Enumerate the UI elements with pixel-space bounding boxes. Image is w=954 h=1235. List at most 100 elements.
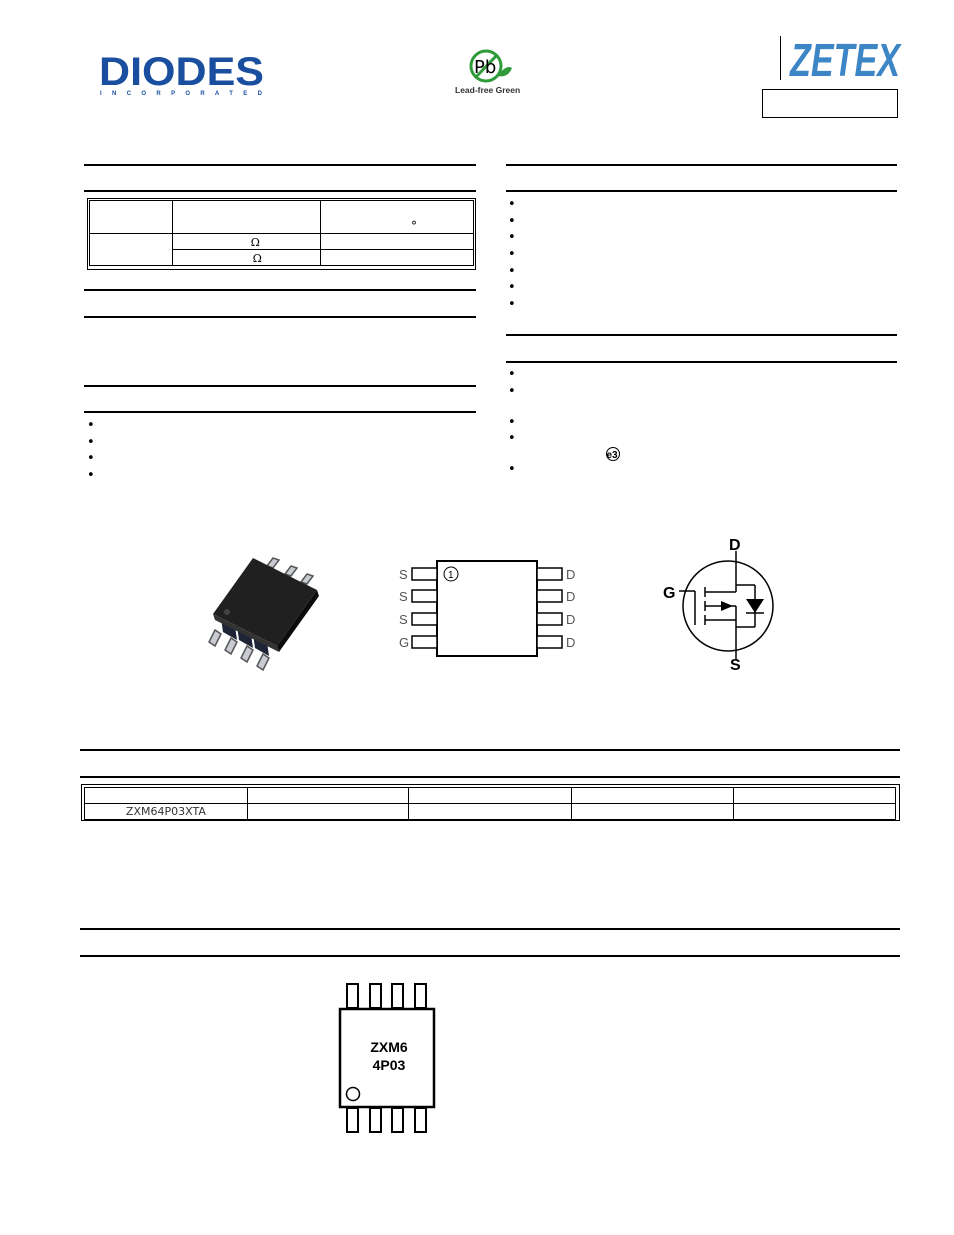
marking-diagram: ZXM6 4P03	[335, 980, 445, 1138]
table-cell	[89, 233, 173, 266]
table-cell	[570, 803, 735, 820]
table-cell	[733, 787, 896, 804]
msop8-package-icon	[208, 557, 319, 672]
marking-rule-top	[80, 928, 900, 930]
marking-line-2: 4P03	[373, 1057, 406, 1073]
table-cell-temperature: °	[319, 200, 475, 234]
list-item	[87, 418, 467, 438]
table-row: Ω	[90, 249, 475, 266]
pinout-diagram: 1 S S S G D D D D	[395, 556, 585, 660]
drain-label: D	[729, 537, 741, 554]
list-item	[508, 462, 888, 482]
table-cell	[733, 803, 896, 820]
ordering-rule-bottom	[80, 776, 900, 778]
pin-label-right: D	[566, 635, 575, 650]
list-item	[87, 451, 467, 471]
table-row	[84, 787, 896, 804]
list-item	[508, 280, 888, 300]
lead-free-badge: Pb Lead-free Green	[450, 46, 530, 96]
pin-label-left: S	[399, 567, 408, 582]
product-summary-table: ° Ω Ω	[89, 200, 475, 266]
marking-package-icon: ZXM6 4P03	[338, 983, 436, 1133]
description-rule-bottom	[84, 316, 476, 318]
zetex-logo: ZETEX	[788, 34, 903, 86]
table-cell-rds-1: Ω	[171, 233, 321, 250]
table-cell-rds-2: Ω	[171, 249, 321, 266]
list-item	[508, 197, 888, 217]
gate-label: G	[663, 585, 675, 602]
pin-label-right: D	[566, 612, 575, 627]
zetex-divider	[780, 36, 781, 80]
table-row: Ω	[89, 233, 475, 266]
pin1-marker: 1	[448, 570, 454, 581]
list-item	[508, 230, 888, 250]
pin-label-left: S	[399, 612, 408, 627]
e3-marker: e3	[604, 447, 624, 461]
list-item	[508, 367, 888, 387]
product-summary-rule-bottom	[84, 190, 476, 192]
mechanical-rule-top	[506, 334, 897, 336]
e3-icon: e3	[606, 447, 620, 461]
features-rule-top	[506, 164, 897, 166]
mosfet-schematic: D G S	[655, 535, 785, 675]
table-cell	[570, 787, 735, 804]
table-row: °	[89, 200, 475, 234]
source-label: S	[730, 657, 741, 674]
product-summary-frame	[87, 198, 476, 270]
table-cell	[171, 200, 321, 234]
table-cell	[246, 787, 410, 804]
list-item	[508, 297, 888, 317]
table-cell	[319, 233, 475, 250]
table-cell	[246, 803, 410, 820]
zetex-logo-mark: ZETEX	[789, 34, 902, 86]
features-rule-bottom	[506, 190, 897, 192]
pin-label-right: D	[566, 589, 575, 604]
description-rule-top	[84, 289, 476, 291]
table-cell	[408, 803, 572, 820]
table-row: ZXM64P03XTA	[84, 803, 896, 820]
pin-label-right: D	[566, 567, 575, 582]
diodes-logo-text: DIODES	[99, 50, 264, 94]
list-item	[508, 247, 888, 267]
list-item	[508, 431, 888, 465]
part-number-box	[762, 89, 898, 118]
list-item	[87, 435, 467, 455]
list-item	[508, 415, 888, 435]
table-cell	[319, 249, 475, 266]
marking-line-1: ZXM6	[370, 1039, 408, 1055]
ordering-rule-top	[80, 749, 900, 751]
mechanical-rule-bottom	[506, 361, 897, 363]
p-channel-mosfet-icon: D G S	[663, 537, 774, 674]
diodes-logo-mark: DIODES I N C O R P O R A T E D	[99, 50, 264, 97]
ohm-unit: Ω	[250, 236, 260, 249]
pin-label-left: G	[399, 635, 409, 650]
list-item	[87, 468, 467, 488]
diodes-logo: DIODES I N C O R P O R A T E D	[98, 50, 273, 100]
applications-rule-bottom	[84, 411, 476, 413]
applications-list	[87, 418, 467, 488]
package-3d-image	[205, 550, 330, 675]
pin-label-left: S	[399, 589, 408, 604]
temperature-degree: °	[410, 219, 417, 233]
ordering-table: ZXM64P03XTA	[84, 787, 896, 820]
table-cell	[89, 200, 173, 234]
table-cell	[408, 787, 572, 804]
list-item	[508, 264, 888, 284]
ohm-unit: Ω	[252, 252, 262, 265]
lead-free-icon: Pb Lead-free Green	[455, 49, 520, 95]
zetex-logo-text: ZETEX	[789, 34, 902, 82]
ordering-part-number: ZXM64P03XTA	[84, 803, 248, 820]
applications-rule-top	[84, 385, 476, 387]
pinout-svg: 1 S S S G D D D D	[399, 560, 575, 657]
features-list	[508, 197, 888, 317]
product-summary-rule-top	[84, 164, 476, 166]
e3-text: e3	[607, 450, 619, 461]
ordering-table-frame	[81, 784, 900, 821]
mechanical-list	[508, 367, 888, 482]
table-cell	[84, 787, 248, 804]
lead-symbol: Pb	[474, 57, 496, 78]
list-item	[508, 384, 888, 418]
list-item	[508, 214, 888, 234]
marking-rule-bottom	[80, 955, 900, 957]
lead-free-caption: Lead-free Green	[455, 85, 520, 95]
